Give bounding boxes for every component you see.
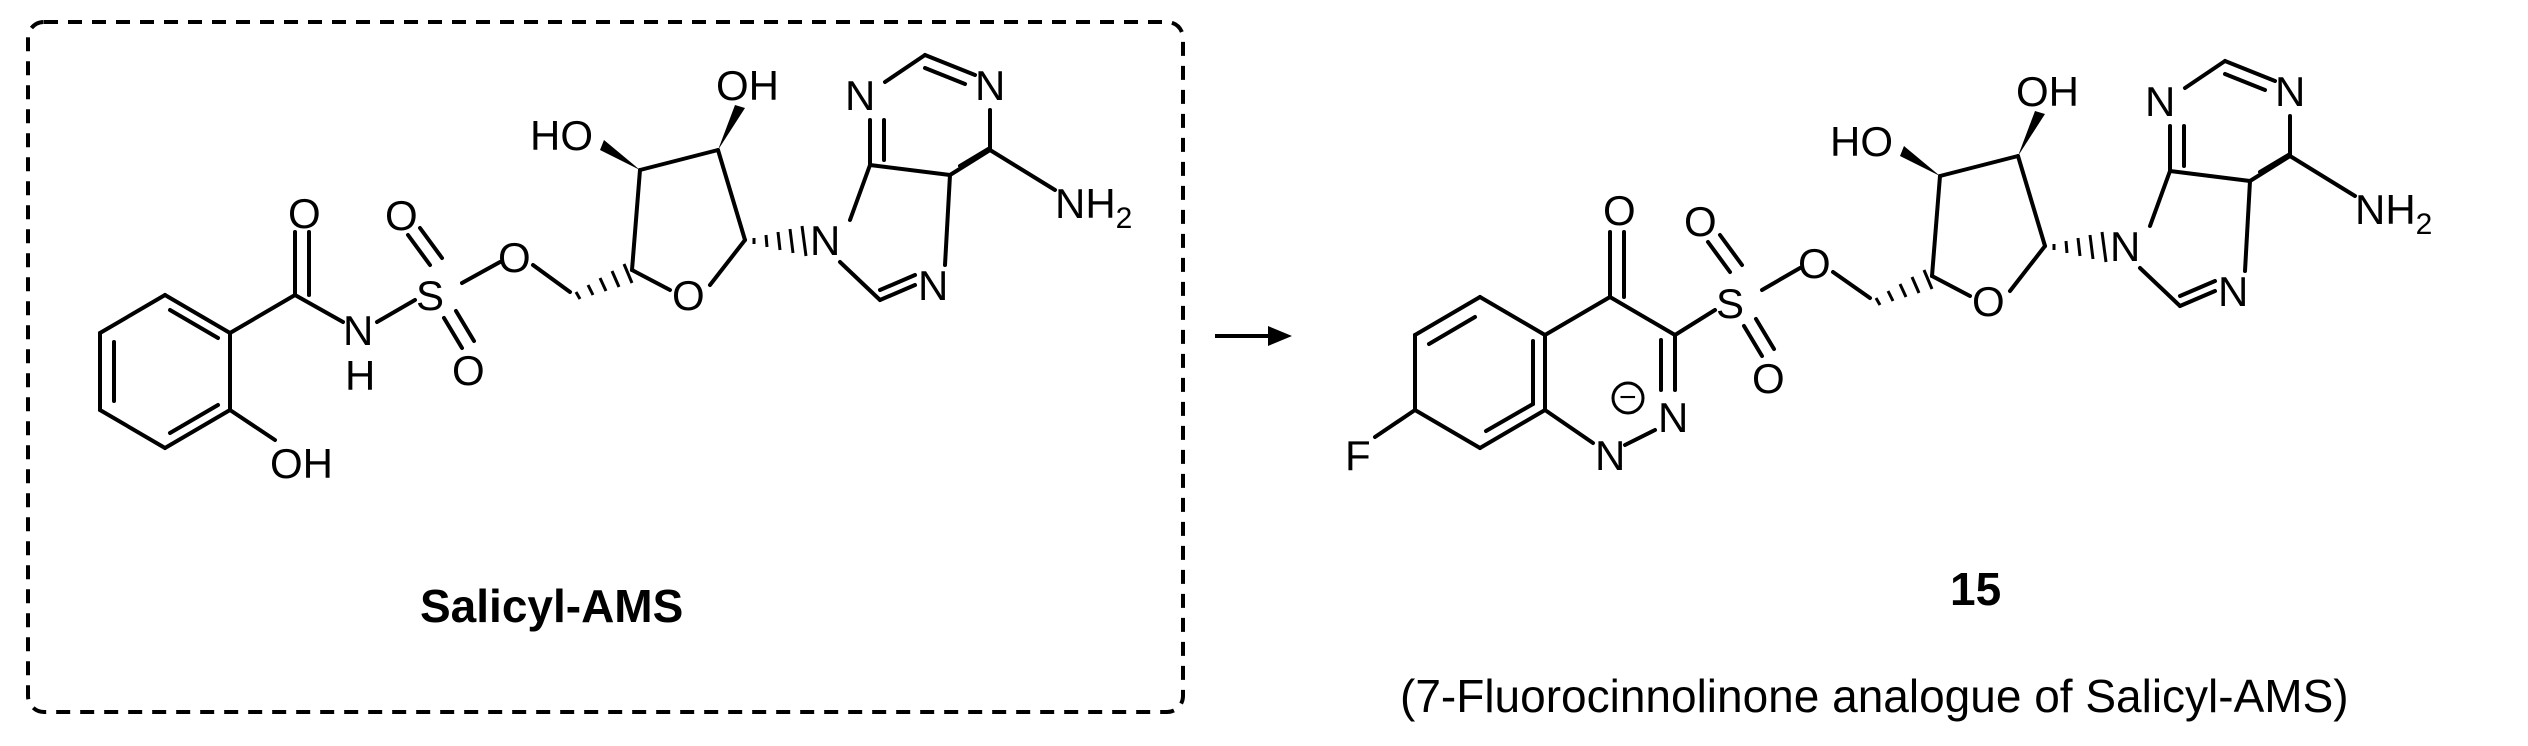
wedge-bond	[2018, 111, 2045, 156]
n9-label: N	[810, 217, 840, 264]
n9-label: N	[2110, 223, 2140, 270]
compound-15-structure: F O N N − S O O O	[1345, 59, 2432, 479]
negative-charge-icon	[1611, 381, 1645, 415]
ribose-oh-label: OH	[716, 62, 779, 109]
nh-n-label: N	[343, 307, 373, 354]
ribose-ho-label: HO	[530, 112, 593, 159]
hashed-bond	[2052, 231, 2108, 263]
compound-number-label: 15	[1950, 563, 2001, 615]
n7-label: N	[2218, 268, 2248, 315]
hashed-bond	[574, 263, 634, 300]
n3-label: N	[845, 72, 875, 119]
sulfur-label: S	[416, 272, 444, 319]
phenol-oh-label: OH	[270, 440, 333, 487]
ring-n-label: N	[1658, 394, 1688, 441]
n1-label: N	[975, 62, 1005, 109]
wedge-bond	[1900, 146, 1940, 176]
nh2-label: NH2	[1055, 180, 1132, 235]
keto-o-label: O	[1603, 187, 1636, 234]
compound-caption: (7-Fluorocinnolinone analogue of Salicyl…	[1400, 670, 2349, 722]
sulfur-label: S	[1716, 280, 1744, 327]
sulfonyl-o-bottom-label: O	[1752, 355, 1785, 402]
wedge-bond	[600, 140, 640, 170]
ring-o-label: O	[672, 272, 705, 319]
n7-label: N	[918, 262, 948, 309]
n3-label: N	[2145, 78, 2175, 125]
nh2-label: NH2	[2355, 186, 2432, 241]
reaction-arrow	[1215, 326, 1292, 346]
fluorine-label: F	[1345, 432, 1371, 479]
nh-h-label: H	[345, 352, 375, 399]
sulfonyl-o-top-label: O	[1684, 198, 1717, 245]
compound-15-panel: F O N N − S O O O	[1345, 59, 2432, 722]
ribose-oh-label: OH	[2016, 68, 2079, 115]
hashed-bond	[1874, 269, 1934, 306]
wedge-bond	[718, 105, 745, 150]
carbonyl-o-label: O	[288, 190, 321, 237]
n1-label: N	[2275, 68, 2305, 115]
hashed-bond	[752, 225, 808, 257]
ester-o-label: O	[1798, 240, 1831, 287]
sulfonyl-o-top-label: O	[385, 192, 418, 239]
salicyl-ams-label: Salicyl-AMS	[420, 580, 683, 632]
salicyl-ams-structure: OH O N H S O O O	[98, 53, 1132, 487]
salicyl-ams-panel: OH O N H S O O O	[26, 20, 1185, 714]
charge-label: −	[1619, 381, 1637, 414]
ribose-ho-label: HO	[1830, 118, 1893, 165]
sulfonyl-o-bottom-label: O	[452, 347, 485, 394]
ring-o-label: O	[1972, 278, 2005, 325]
anion-n-label: N	[1595, 432, 1625, 479]
dashed-frame	[26, 20, 1185, 714]
ester-o-label: O	[498, 234, 531, 281]
